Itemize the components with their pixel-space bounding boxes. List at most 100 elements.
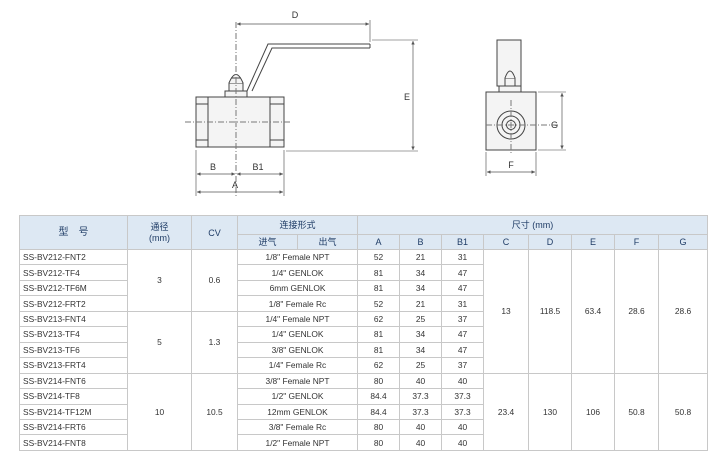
g-cell: 28.6 <box>658 249 709 374</box>
connection-cell: 1/8" Female NPT <box>236 248 359 266</box>
b-cell: 34 <box>399 264 443 281</box>
c-cell: 23.4 <box>483 372 530 452</box>
table-row: SS-BV213-FRT4 1/4" Female Rc 62 25 37 <box>19 357 708 374</box>
a-cell: 81 <box>357 264 401 281</box>
a-cell: 81 <box>357 326 401 343</box>
header-cv: CV <box>191 215 238 250</box>
connection-cell: 6mm GENLOK <box>236 279 359 297</box>
model-cell: SS-BV213-FNT4 <box>19 310 128 328</box>
e-cell: 63.4 <box>571 249 616 374</box>
b-cell: 34 <box>399 326 443 343</box>
b1-cell: 47 <box>441 326 485 343</box>
a-cell: 80 <box>357 418 401 436</box>
a-cell: 84.4 <box>357 403 401 420</box>
table-row: SS-BV214-FNT8 1/2" Female NPT 80 40 40 <box>19 434 708 451</box>
connection-cell: 3/8" GENLOK <box>236 341 359 359</box>
connection-cell: 1/4" Female NPT <box>236 310 359 328</box>
b-cell: 37.3 <box>399 403 443 420</box>
header-b: B <box>399 234 443 250</box>
model-cell: SS-BV212-FNT2 <box>19 248 128 266</box>
spec-table: 型 号 通径 (mm) CV 连接形式 尺寸 (mm) 进气 出气 A B B1… <box>19 215 709 452</box>
b-cell: 40 <box>399 418 443 436</box>
header-a: A <box>357 234 401 250</box>
connection-cell: 1/8" Female Rc <box>236 295 359 312</box>
b-cell: 25 <box>399 310 443 328</box>
b-cell: 37.3 <box>399 388 443 405</box>
dim-label-e: E <box>404 92 410 102</box>
dim-label-b: B <box>210 162 216 172</box>
cv-cell: 10.5 <box>191 372 238 452</box>
f-cell: 28.6 <box>614 249 660 374</box>
connection-cell: 1/2" GENLOK <box>236 388 359 405</box>
header-size: 尺寸 (mm) <box>357 215 709 235</box>
dim-label-b1: B1 <box>252 162 263 172</box>
a-cell: 62 <box>357 310 401 328</box>
b-cell: 21 <box>399 295 443 312</box>
table-row: SS-BV213-TF4 1/4" GENLOK 81 34 47 <box>19 326 708 343</box>
model-cell: SS-BV214-FRT6 <box>19 418 128 436</box>
e-cell: 106 <box>571 372 616 452</box>
table-row: SS-BV212-FNT2 3 0.6 1/8" Female NPT 52 2… <box>19 248 709 374</box>
header-connection: 连接形式 <box>236 215 359 235</box>
b1-cell: 47 <box>441 264 485 281</box>
cv-cell: 1.3 <box>191 310 238 374</box>
f-cell: 50.8 <box>614 372 660 452</box>
header-c: C <box>483 234 530 250</box>
b-cell: 40 <box>399 434 443 451</box>
diameter-cell: 5 <box>127 310 192 374</box>
c-cell: 13 <box>483 249 530 374</box>
header-f: F <box>614 234 660 250</box>
model-cell: SS-BV213-TF6 <box>19 341 128 359</box>
dim-label-g: G <box>551 120 558 130</box>
dim-label-f: F <box>508 160 514 170</box>
b1-cell: 31 <box>441 248 485 266</box>
side-view <box>185 20 418 196</box>
b1-cell: 47 <box>441 341 485 359</box>
b1-cell: 40 <box>441 372 485 390</box>
model-cell: SS-BV212-FRT2 <box>19 295 128 312</box>
b-cell: 40 <box>399 372 443 390</box>
a-cell: 62 <box>357 357 401 374</box>
a-cell: 81 <box>357 279 401 297</box>
model-cell: SS-BV213-TF4 <box>19 326 128 343</box>
a-cell: 84.4 <box>357 388 401 405</box>
connection-cell: 1/2" Female NPT <box>236 434 359 451</box>
b1-cell: 37.3 <box>441 388 485 405</box>
front-view <box>485 39 566 176</box>
b-cell: 25 <box>399 357 443 374</box>
connection-cell: 3/8" Female NPT <box>236 372 359 390</box>
b1-cell: 47 <box>441 279 485 297</box>
valve-drawing: D E B B1 A F G <box>185 10 566 196</box>
header-g: G <box>658 234 709 250</box>
model-cell: SS-BV213-FRT4 <box>19 357 128 374</box>
model-cell: SS-BV214-FNT8 <box>19 434 128 451</box>
dim-label-d: D <box>292 10 299 20</box>
table-row: SS-BV214-FNT6 10 10.5 3/8" Female NPT 80… <box>19 372 709 452</box>
header-inlet: 进气 <box>237 234 298 250</box>
model-cell: SS-BV212-TF4 <box>19 264 128 281</box>
header-d: D <box>528 234 573 250</box>
connection-cell: 1/4" GENLOK <box>236 264 359 281</box>
dim-label-a: A <box>232 180 238 190</box>
connection-cell: 1/4" Female Rc <box>236 357 359 374</box>
d-cell: 130 <box>528 372 573 452</box>
connection-cell: 12mm GENLOK <box>236 403 359 420</box>
b-cell: 34 <box>399 279 443 297</box>
cv-cell: 0.6 <box>191 249 238 312</box>
b1-cell: 40 <box>441 434 485 451</box>
connection-cell: 1/4" GENLOK <box>236 326 359 343</box>
table-row: SS-BV213-TF6 3/8" GENLOK 81 34 47 <box>19 341 708 359</box>
model-cell: SS-BV212-TF6M <box>19 279 128 297</box>
table-row: SS-BV214-TF12M 12mm GENLOK 84.4 37.3 37.… <box>19 403 708 420</box>
b1-cell: 31 <box>441 295 485 312</box>
a-cell: 80 <box>357 434 401 451</box>
header-model: 型 号 <box>19 215 128 250</box>
b1-cell: 37.3 <box>441 403 485 420</box>
model-cell: SS-BV214-TF12M <box>19 403 128 420</box>
b1-cell: 37 <box>441 357 485 374</box>
diameter-cell: 10 <box>127 372 192 452</box>
a-cell: 52 <box>357 248 401 266</box>
diameter-cell: 3 <box>127 249 192 312</box>
header-b1: B1 <box>441 234 485 250</box>
model-cell: SS-BV214-TF8 <box>19 388 128 405</box>
